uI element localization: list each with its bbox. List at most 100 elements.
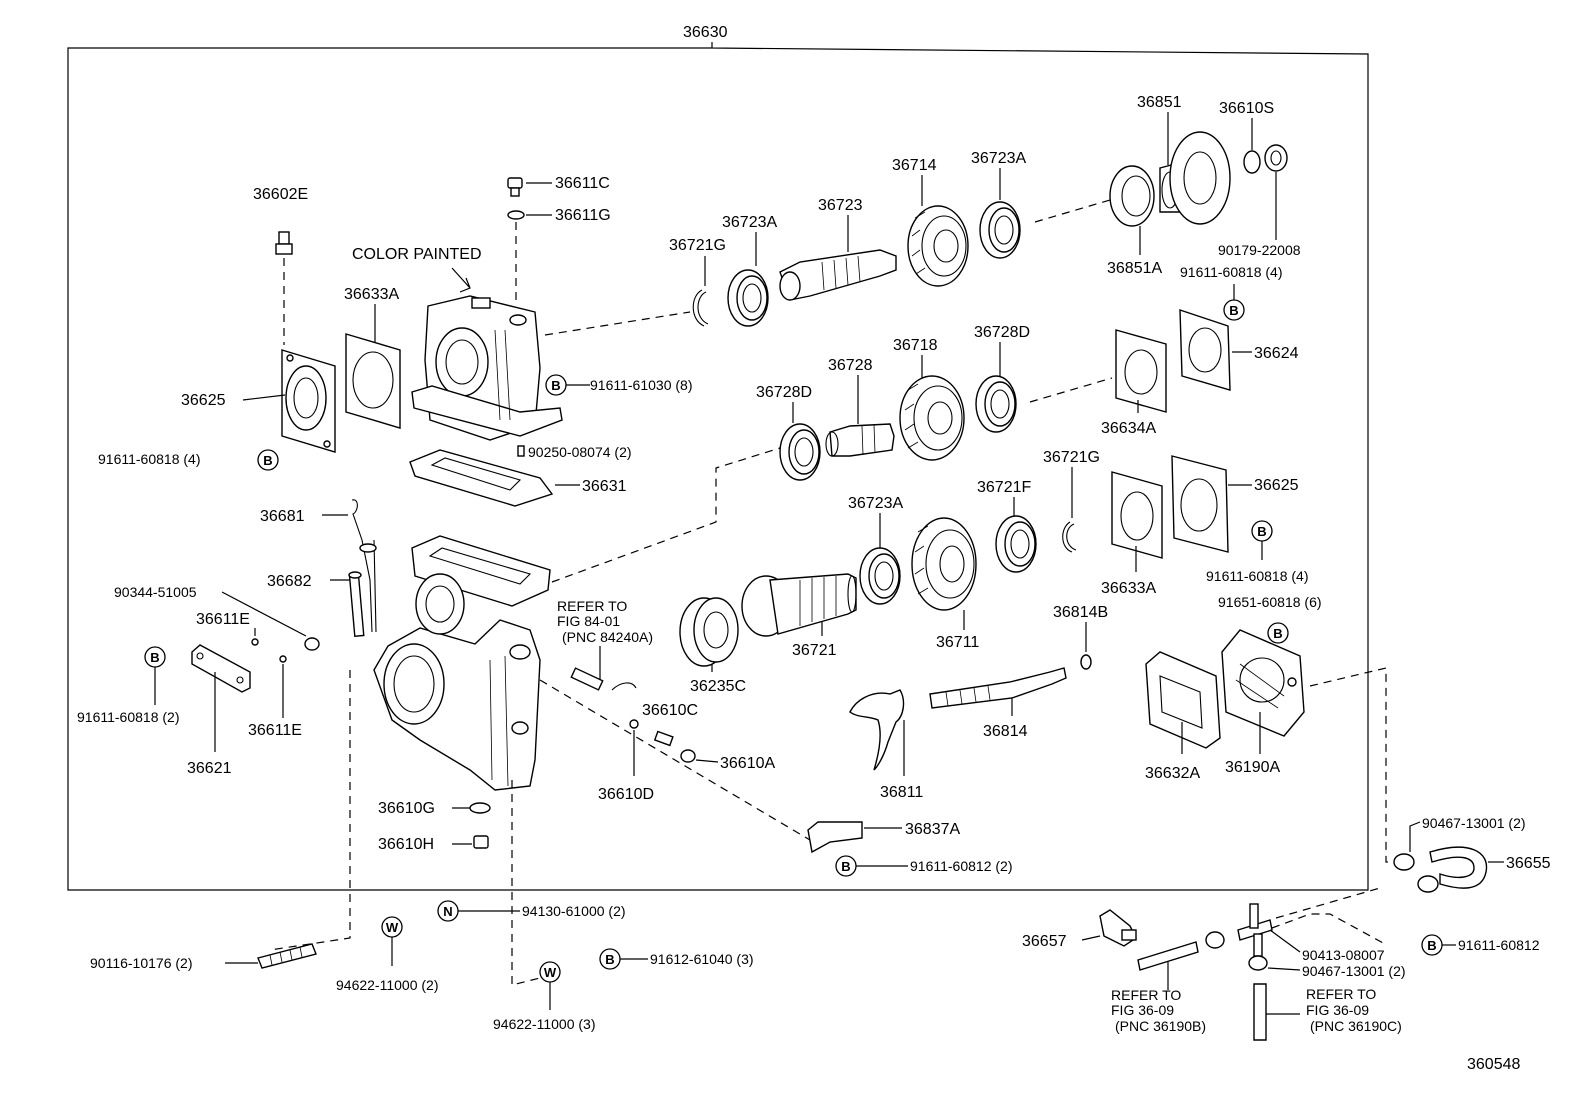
svg-text:B: B — [605, 952, 614, 967]
label-36621: 36621 — [187, 760, 232, 777]
label-36634A: 36634A — [1101, 420, 1156, 437]
bearing-36723A-left — [727, 269, 769, 327]
svg-text:W: W — [544, 965, 557, 980]
sleeve-36235C — [679, 597, 739, 667]
label-94622-11000-2: 94622-11000 (2) — [336, 977, 438, 993]
bracket-36837A — [807, 821, 863, 854]
label-36721G-top: 36721G — [669, 237, 726, 254]
label-90467-13001-bottom: 90467-13001 (2) — [1302, 963, 1406, 979]
svg-text:B: B — [1273, 626, 1282, 641]
label-91611-60818-4-left: 91611-60818 (4) — [98, 451, 200, 467]
tube-36682 — [348, 571, 365, 637]
transfer-case-upper — [411, 295, 563, 441]
dipstick — [351, 499, 377, 633]
label-36723A-mid: 36723A — [848, 495, 903, 512]
transfer-case-lower — [373, 535, 551, 791]
screw-plug — [304, 637, 320, 651]
ball-icon — [251, 638, 259, 646]
label-90250-08074: 90250-08074 (2) — [528, 444, 632, 460]
hose-36190C — [1253, 983, 1267, 1041]
label-36610D: 36610D — [598, 786, 654, 803]
nut-90179 — [1264, 144, 1288, 172]
drain-plug — [507, 177, 525, 305]
gasket-36634A — [1115, 329, 1167, 413]
bolt-symbol: B — [257, 449, 279, 471]
stud-bolt — [257, 943, 317, 969]
refer-note-fig84-line1: REFER TO — [557, 598, 627, 614]
refer-note-fig36b-line1: REFER TO — [1111, 987, 1181, 1003]
label-36711: 36711 — [936, 634, 979, 651]
label-36633A-right: 36633A — [1101, 580, 1156, 597]
breather-plug — [275, 231, 293, 345]
shaft-36721 — [741, 573, 857, 637]
label-36814B: 36814B — [1053, 604, 1108, 621]
label-91611-60812-right: 91611-60812 — [1458, 937, 1540, 953]
label-91611-60818-2: 91611-60818 (2) — [77, 709, 179, 725]
label-36631: 36631 — [582, 478, 627, 495]
label-36190A: 36190A — [1225, 759, 1280, 776]
label-90467-13001-top: 90467-13001 (2) — [1422, 815, 1526, 831]
union-90413 — [1237, 903, 1273, 957]
label-36814: 36814 — [983, 723, 1028, 740]
refer-note-fig36c-line1: REFER TO — [1306, 986, 1376, 1002]
left-cover — [281, 349, 336, 453]
bolt-symbol: B — [599, 948, 621, 970]
refer-note-fig84-line3: (PNC 84240A) — [562, 629, 653, 645]
label-36851: 36851 — [1137, 94, 1182, 111]
ball-icon — [279, 655, 287, 663]
bearing-36728D-right — [975, 375, 1017, 433]
shaft-36723 — [779, 249, 897, 301]
color-painted-note: COLOR PAINTED — [352, 246, 482, 263]
label-36723A-right: 36723A — [971, 150, 1026, 167]
bearing-36721F — [995, 515, 1037, 573]
label-36851A: 36851A — [1107, 260, 1162, 277]
label-36610S: 36610S — [1219, 100, 1274, 117]
arrow-icon — [451, 267, 471, 293]
label-91611-61030: 91611-61030 (8) — [590, 377, 692, 393]
refer-note-fig36b-line2: FIG 36-09 — [1111, 1002, 1174, 1018]
label-36611E-top: 36611E — [196, 611, 250, 628]
gasket-36631 — [409, 449, 554, 507]
ball-icon — [629, 719, 639, 729]
label-36657: 36657 — [1022, 933, 1067, 950]
svg-text:B: B — [1229, 303, 1238, 318]
label-94622-11000-3: 94622-11000 (3) — [493, 1016, 595, 1032]
gasket-36633A-right — [1111, 471, 1163, 559]
clamp-icon — [1393, 853, 1415, 871]
bolt-symbol: B — [144, 646, 166, 668]
nut-symbol: N — [437, 900, 459, 922]
label-36721: 36721 — [792, 642, 837, 659]
plate-36621 — [191, 644, 251, 693]
svg-text:N: N — [443, 904, 452, 919]
label-90413-08007: 90413-08007 — [1302, 947, 1385, 963]
seal-36851A — [1109, 165, 1155, 227]
refer-note-fig36b-line3: (PNC 36190B) — [1115, 1018, 1206, 1034]
cover-36190A — [1221, 629, 1305, 737]
shift-fork-36811 — [849, 689, 905, 771]
washer-icon — [469, 802, 491, 814]
label-36728D-left: 36728D — [756, 384, 812, 401]
spring-icon — [653, 730, 674, 747]
label-36611E-bottom: 36611E — [248, 722, 302, 739]
label-36837A: 36837A — [905, 821, 960, 838]
gear-36711 — [911, 517, 977, 611]
label-36721G-mid: 36721G — [1043, 449, 1100, 466]
cover-36625-right — [1171, 455, 1229, 553]
bearing-36723A-mid — [859, 547, 901, 605]
cover-36624 — [1179, 309, 1231, 391]
label-36610C: 36610C — [642, 702, 698, 719]
shaft-36728 — [825, 423, 895, 457]
label-36610G: 36610G — [378, 800, 435, 817]
clamp-icon — [1205, 931, 1225, 949]
label-36728: 36728 — [828, 357, 873, 374]
washer-symbol: W — [381, 916, 403, 938]
label-36633A-top: 36633A — [344, 286, 399, 303]
label-90116-10176: 90116-10176 (2) — [90, 955, 192, 971]
label-36632A: 36632A — [1145, 765, 1200, 782]
label-36235C: 36235C — [690, 678, 746, 695]
label-94130-61000: 94130-61000 (2) — [522, 903, 626, 919]
plug-icon — [473, 835, 489, 849]
label-36611C: 36611C — [555, 175, 610, 192]
label-36682: 36682 — [267, 573, 312, 590]
